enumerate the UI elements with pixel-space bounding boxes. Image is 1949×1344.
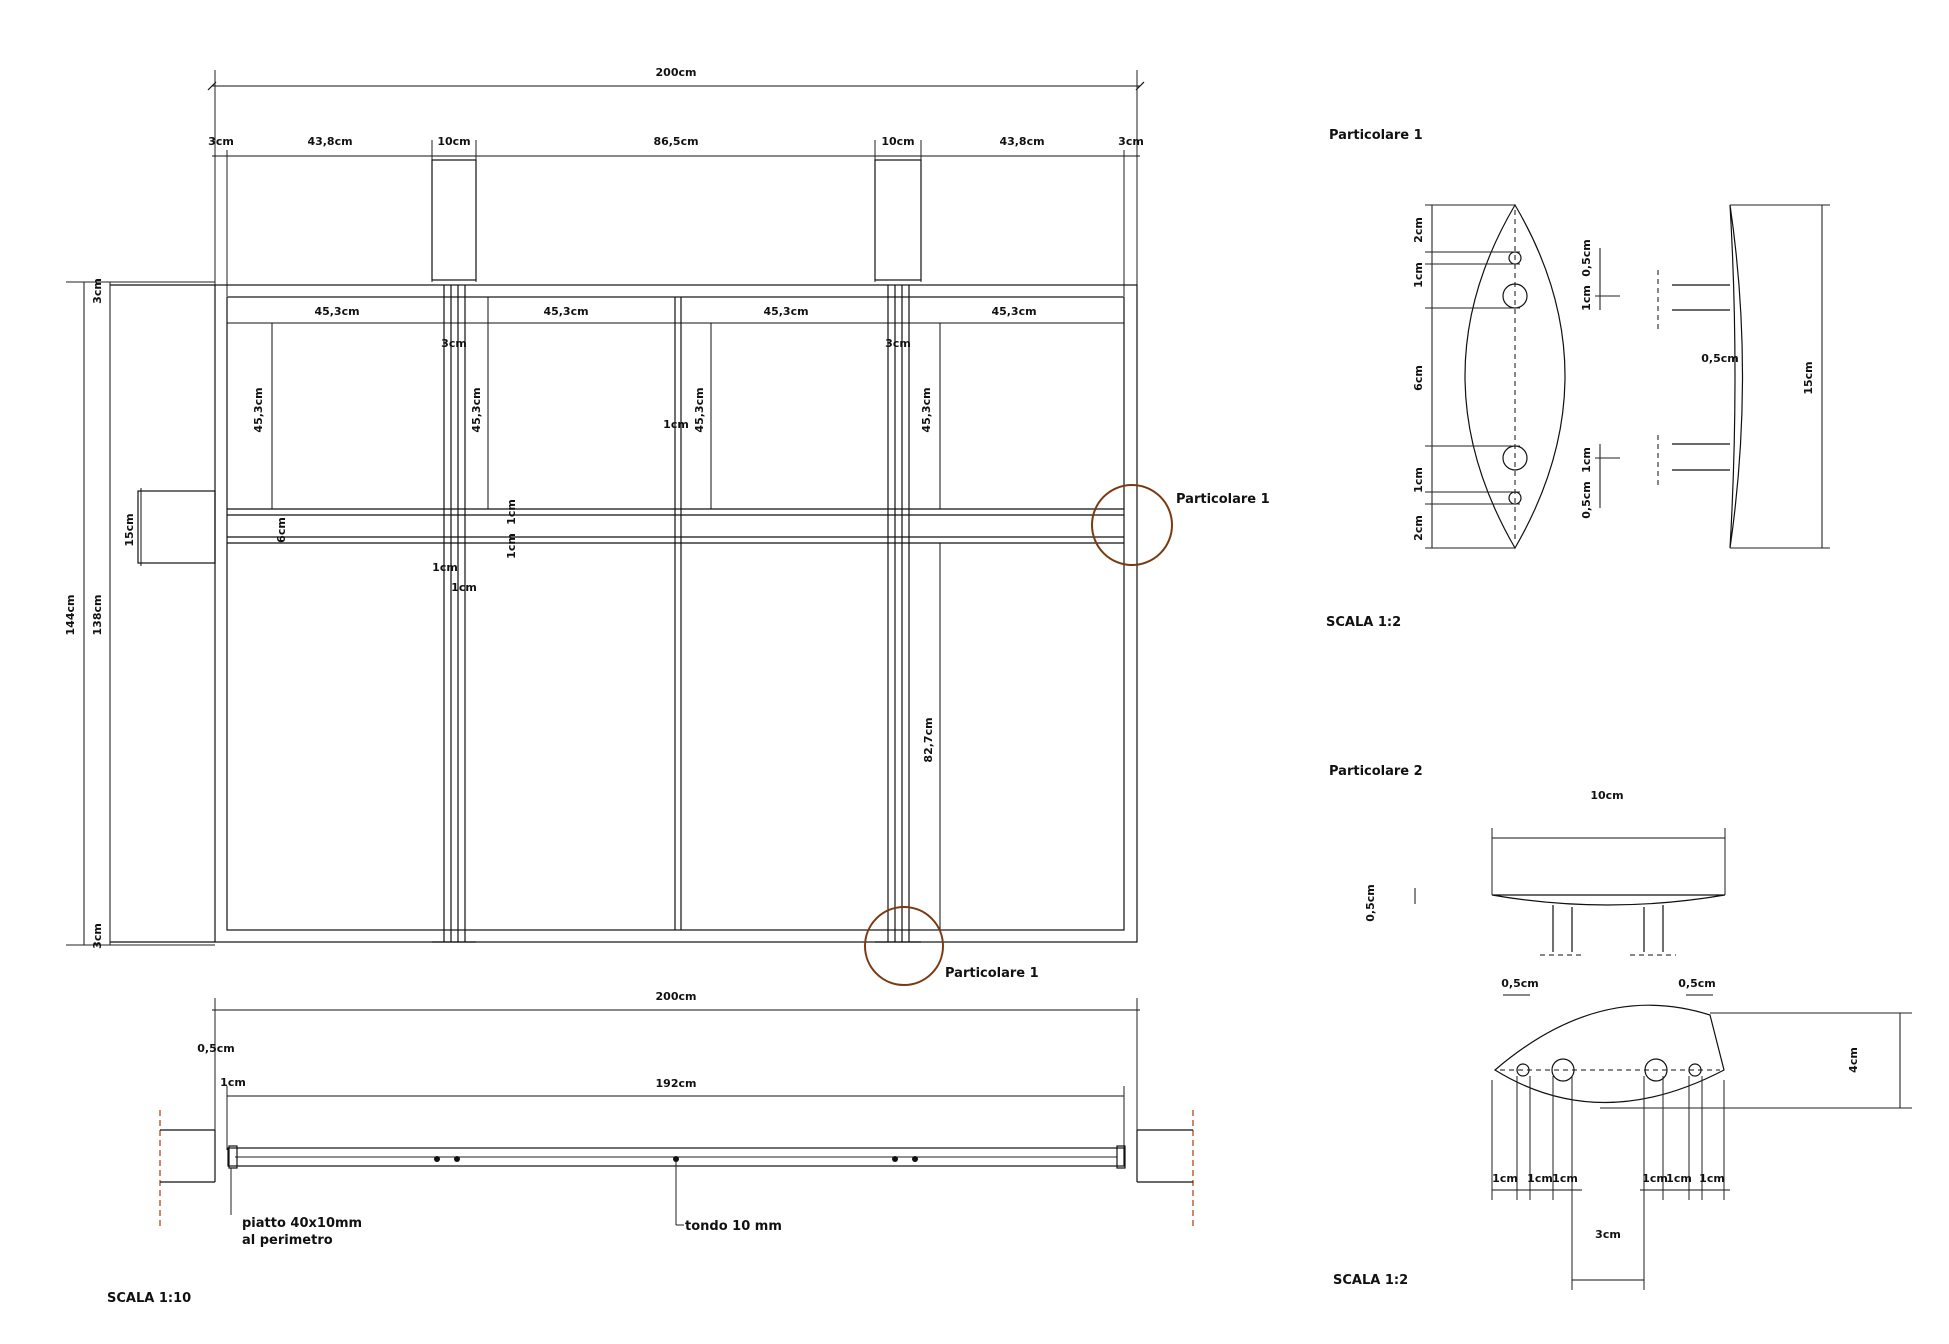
- d2-hole-left: 0,5cm: [1501, 977, 1538, 990]
- d2-br-2: 1cm: [1666, 1172, 1692, 1185]
- section-thickness: 0,5cm: [197, 1042, 234, 1055]
- d1-right-2: 1cm: [1580, 285, 1593, 311]
- plan-height-outer: 144cm: [64, 595, 77, 636]
- d1-left-1: 2cm: [1412, 217, 1425, 243]
- d2-bl-3: 1cm: [1552, 1172, 1578, 1185]
- d2-bl-1: 1cm: [1492, 1172, 1518, 1185]
- dim-82-7: 82,7cm: [922, 717, 935, 762]
- plan-height-inner: 138cm: [91, 595, 104, 636]
- detail1-scale: SCALA 1:2: [1326, 615, 1401, 630]
- d1-left-5: 2cm: [1412, 515, 1425, 541]
- d1-side-thickness: 0,5cm: [1701, 352, 1738, 365]
- dim-1cm-e: 1cm: [451, 581, 477, 594]
- dim-6cm: 6cm: [275, 517, 288, 543]
- d1-right-4: 0,5cm: [1580, 481, 1593, 518]
- dim-1cm-d: 1cm: [432, 561, 458, 574]
- d1-side-height: 15cm: [1802, 361, 1815, 394]
- d1-left-3: 6cm: [1412, 365, 1425, 391]
- section-inner-width: 192cm: [656, 1077, 697, 1090]
- d1-right-3: 1cm: [1580, 447, 1593, 473]
- dim-vert-1: 45,3cm: [252, 387, 265, 432]
- dim-top-3: 10cm: [437, 135, 470, 148]
- plan-border-top: 3cm: [91, 278, 104, 304]
- dim-top-2: 43,8cm: [307, 135, 352, 148]
- dim-15cm: 15cm: [123, 513, 136, 546]
- detail2-title: Particolare 2: [1329, 764, 1423, 779]
- note-rod: tondo 10 mm: [685, 1219, 782, 1234]
- plan-border-bottom: 3cm: [91, 923, 104, 949]
- section-view: 200cm 192cm 0,5cm 1cm piatto 40x10mm al …: [107, 990, 1194, 1306]
- dim-top-7: 3cm: [1118, 135, 1144, 148]
- d2-width: 10cm: [1590, 789, 1623, 802]
- d1-left-2: 1cm: [1412, 262, 1425, 288]
- detail1-title: Particolare 1: [1329, 128, 1423, 143]
- dim-inner-4: 45,3cm: [991, 305, 1036, 318]
- section-edge: 1cm: [220, 1076, 246, 1089]
- detail2-scale: SCALA 1:2: [1333, 1273, 1408, 1288]
- detail-2: Particolare 2 10cm 0,5cm 0,5cm 0,5cm 4cm: [1329, 764, 1912, 1290]
- d2-br-1: 1cm: [1642, 1172, 1668, 1185]
- scale-main: SCALA 1:10: [107, 1291, 191, 1306]
- callout-right: Particolare 1: [1176, 492, 1270, 507]
- d1-right-1: 0,5cm: [1580, 239, 1593, 276]
- dim-vert-4: 45,3cm: [920, 387, 933, 432]
- dim-vert-2: 45,3cm: [470, 387, 483, 432]
- dim-inner-3: 45,3cm: [763, 305, 808, 318]
- dim-inner-1: 45,3cm: [314, 305, 359, 318]
- dim-small-3a: 3cm: [441, 337, 467, 350]
- dim-1cm-b: 1cm: [505, 499, 518, 525]
- dim-vert-3: 45,3cm: [693, 387, 706, 432]
- detail-1: Particolare 1 2cm 1cm 6cm 1cm 2cm 0,5cm …: [1326, 128, 1830, 630]
- dim-top-5: 10cm: [881, 135, 914, 148]
- plan-view: 200cm 3cm 43,8cm 10cm 86,5cm 10cm 43,8cm…: [64, 66, 1270, 986]
- d2-bl-2: 1cm: [1527, 1172, 1553, 1185]
- d1-left-4: 1cm: [1412, 467, 1425, 493]
- dim-inner-2: 45,3cm: [543, 305, 588, 318]
- dim-top-4: 86,5cm: [653, 135, 698, 148]
- d2-hole-right: 0,5cm: [1678, 977, 1715, 990]
- plan-overall-width: 200cm: [656, 66, 697, 79]
- note-plate-1: piatto 40x10mm: [242, 1216, 362, 1231]
- dim-small-3b: 3cm: [885, 337, 911, 350]
- dim-top-6: 43,8cm: [999, 135, 1044, 148]
- d2-center-gap: 3cm: [1595, 1228, 1621, 1241]
- d2-br-3: 1cm: [1699, 1172, 1725, 1185]
- callout-bottom: Particolare 1: [945, 966, 1039, 981]
- d2-thickness: 0,5cm: [1364, 884, 1377, 921]
- note-plate-2: al perimetro: [242, 1233, 333, 1248]
- dim-top-1: 3cm: [208, 135, 234, 148]
- d2-height: 4cm: [1847, 1047, 1860, 1073]
- section-overall-width: 200cm: [656, 990, 697, 1003]
- dim-1cm-a: 1cm: [663, 418, 689, 431]
- dim-1cm-c: 1cm: [505, 533, 518, 559]
